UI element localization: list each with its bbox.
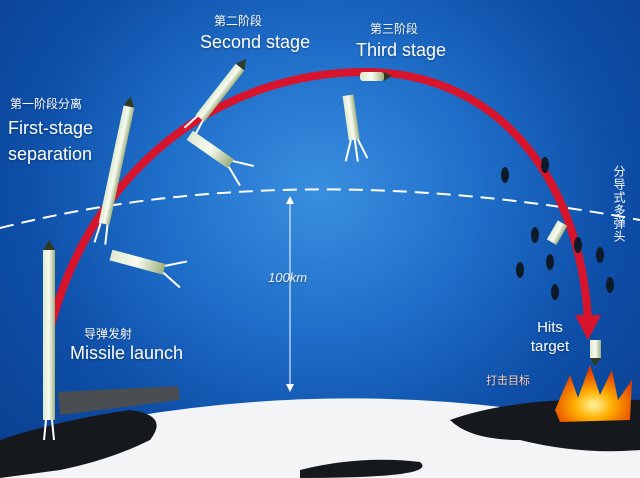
missile-third-stage: [360, 72, 392, 81]
hit-target-cn: 打击目标: [486, 374, 530, 387]
final-warhead: [590, 340, 601, 366]
first-separation-label-1: First-stage: [8, 118, 94, 138]
separated-second-stage: [186, 130, 254, 187]
target-explosion: [555, 365, 632, 422]
hits-line-2: target: [530, 338, 570, 355]
third-stage-label: Third stage: [356, 40, 447, 60]
third-stage-cn: 第三阶段: [370, 22, 419, 36]
separated-third-stage: [342, 94, 369, 162]
altitude-label: 100km: [268, 270, 308, 285]
first-separation-label-2: separation: [8, 144, 93, 164]
land-left: [0, 410, 157, 478]
reentry-bus: [546, 220, 568, 245]
trajectory-arrowhead: [575, 315, 601, 340]
first-separation-cn: 第一阶段分离: [10, 97, 83, 111]
land-bottom: [300, 459, 423, 478]
launch-pad: [58, 386, 180, 415]
second-stage-cn: 第二阶段: [214, 14, 263, 28]
second-stage-label: Second stage: [200, 32, 311, 52]
hits-line-1: Hits: [537, 319, 563, 336]
launch-label: Missile launch: [70, 343, 184, 363]
launch-cn: 导弹发射: [84, 327, 133, 341]
mirv-cn-label: 分导式多弹头: [612, 165, 626, 243]
missile-on-pad: [43, 240, 55, 441]
hits-target-label: Hits target: [522, 318, 578, 356]
separated-first-stage: [109, 249, 188, 289]
missile-first-stage: [93, 96, 135, 245]
atmosphere-boundary: [0, 188, 640, 229]
mirv-warheads: [501, 157, 614, 300]
